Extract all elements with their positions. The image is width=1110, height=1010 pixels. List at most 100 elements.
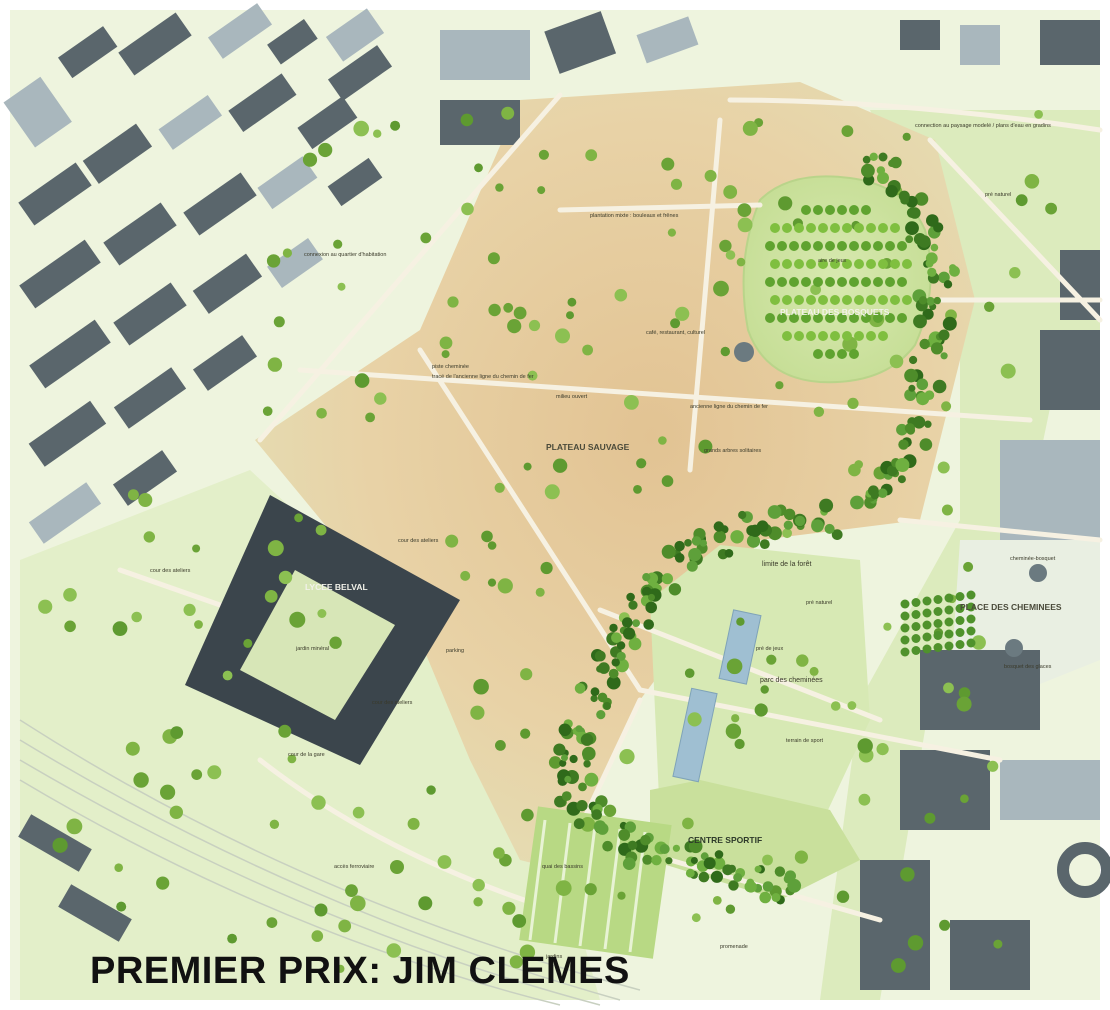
tree [854, 331, 864, 341]
tree [847, 701, 857, 710]
tree [561, 754, 568, 762]
tree [777, 313, 787, 323]
tree [933, 296, 941, 305]
tree [622, 857, 636, 870]
tree [885, 313, 895, 323]
tree [713, 530, 726, 544]
tree [897, 241, 907, 251]
tree [474, 163, 483, 173]
tree [311, 930, 324, 942]
tree [775, 381, 784, 390]
tree [756, 520, 769, 532]
tree [911, 610, 921, 619]
tree [658, 436, 667, 445]
tree [191, 769, 203, 780]
tree [759, 539, 770, 549]
tree [555, 880, 572, 896]
tree [904, 368, 918, 383]
tree [460, 570, 471, 581]
tree [930, 342, 944, 355]
tree [933, 619, 943, 628]
tree [426, 785, 436, 795]
tree [944, 605, 954, 615]
tree [850, 495, 864, 510]
tree [943, 280, 953, 289]
tree [63, 588, 77, 602]
tree [582, 344, 593, 356]
tree [699, 539, 708, 547]
tree [849, 313, 859, 323]
tree [818, 331, 828, 341]
tree [156, 876, 170, 890]
tree [684, 539, 692, 547]
tree [266, 254, 281, 268]
tree [794, 850, 809, 864]
tree [944, 629, 954, 639]
tree [902, 259, 912, 269]
tree [540, 561, 553, 575]
award-title: PREMIER PRIX: JIM CLEMES [90, 950, 630, 992]
tree [365, 412, 375, 423]
tree [520, 728, 531, 739]
tree [885, 185, 898, 198]
tree [614, 288, 628, 302]
tree [316, 408, 327, 419]
label-centre-sportif: CENTRE SPORTIF [688, 835, 762, 845]
tree [778, 196, 793, 211]
tree [725, 250, 736, 260]
tree [866, 259, 876, 269]
tree [583, 760, 591, 768]
tree [38, 599, 53, 614]
tree [350, 895, 366, 912]
tree [608, 668, 619, 679]
tree [282, 248, 292, 258]
tree [675, 306, 690, 321]
tree [937, 461, 950, 474]
tree [1024, 174, 1040, 189]
tree [738, 510, 747, 520]
tree [830, 223, 840, 233]
tree [913, 233, 927, 246]
tree [876, 743, 889, 756]
label-grands-arbres: grands arbres solitaires [704, 448, 761, 454]
tree [192, 544, 201, 553]
tree [966, 590, 976, 600]
tree [590, 694, 598, 703]
tree [661, 544, 676, 559]
tree [691, 536, 702, 546]
tree [594, 650, 606, 662]
tree [955, 640, 965, 649]
tree [472, 878, 485, 892]
tree [794, 331, 804, 341]
tree [567, 297, 577, 307]
cheminee-plateau [734, 342, 754, 362]
tree [670, 178, 683, 190]
label-jardin-potager: jardins [545, 954, 562, 960]
label-cheminee-bosquet: cheminée-bosquet [1010, 556, 1056, 562]
tree [830, 331, 840, 341]
tree [777, 277, 787, 287]
tree [728, 880, 739, 891]
tree [559, 759, 567, 767]
tree [809, 666, 819, 676]
tree [878, 295, 888, 305]
tree [390, 120, 401, 131]
tree [782, 331, 792, 341]
tree [878, 259, 888, 269]
tree [933, 607, 943, 616]
tree [527, 370, 538, 381]
tree [861, 205, 871, 215]
tree [956, 696, 972, 712]
tree [818, 223, 828, 233]
tree [704, 169, 717, 182]
tree [264, 590, 278, 603]
tree [938, 329, 950, 341]
tree [520, 668, 533, 681]
tree [561, 791, 572, 801]
tree [267, 357, 283, 372]
label-plantation-mixte: plantation mixte : bouleaux et frênes [590, 213, 679, 219]
tree [672, 844, 681, 852]
tree [900, 647, 910, 657]
tree [898, 190, 910, 202]
tree [837, 241, 847, 251]
